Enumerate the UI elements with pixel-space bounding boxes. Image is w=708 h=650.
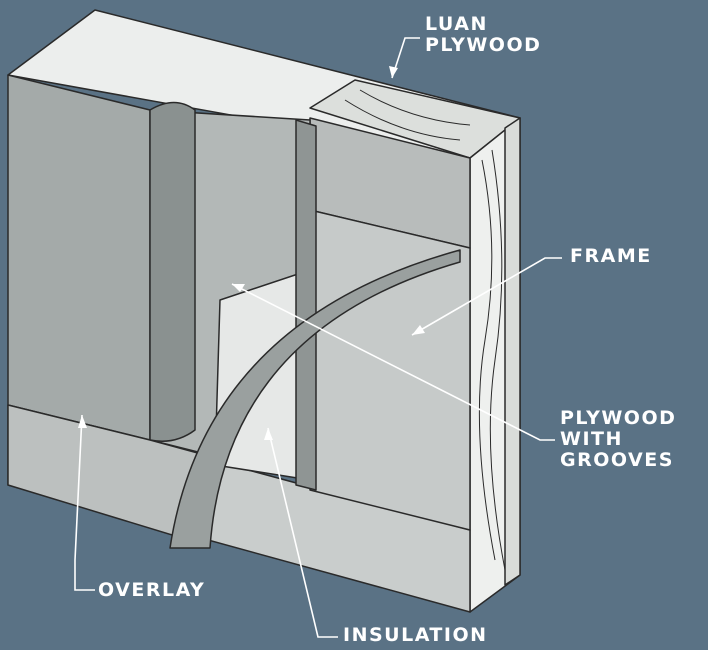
label-luan-line-2: PLYWOOD <box>425 34 542 56</box>
label-luan-line-1: LUAN <box>425 13 488 35</box>
spline-groove <box>149 101 196 442</box>
arrow-insulation <box>267 427 338 638</box>
arrow-luan <box>391 37 420 79</box>
peeled-overlay-sheet <box>169 249 461 549</box>
arrow-grooves <box>231 283 555 441</box>
label-luan-plywood: LUAN PLYWOOD <box>425 14 541 56</box>
label-plywood-with-grooves: PLYWOOD WITH GROOVES <box>560 408 676 471</box>
arrow-frame <box>411 257 562 336</box>
arrow-overlay <box>74 414 95 591</box>
label-grooves-line-3: GROOVES <box>560 449 674 471</box>
overlay-panel <box>7 74 151 441</box>
label-grooves-line-2: WITH <box>560 428 623 450</box>
label-grooves-line-1: PLYWOOD <box>560 407 677 429</box>
label-overlay: OVERLAY <box>98 579 206 601</box>
label-insulation: INSULATION <box>343 624 488 646</box>
label-frame: FRAME <box>570 245 652 267</box>
groove-strip <box>295 119 317 491</box>
luan-edge-right <box>504 117 521 586</box>
